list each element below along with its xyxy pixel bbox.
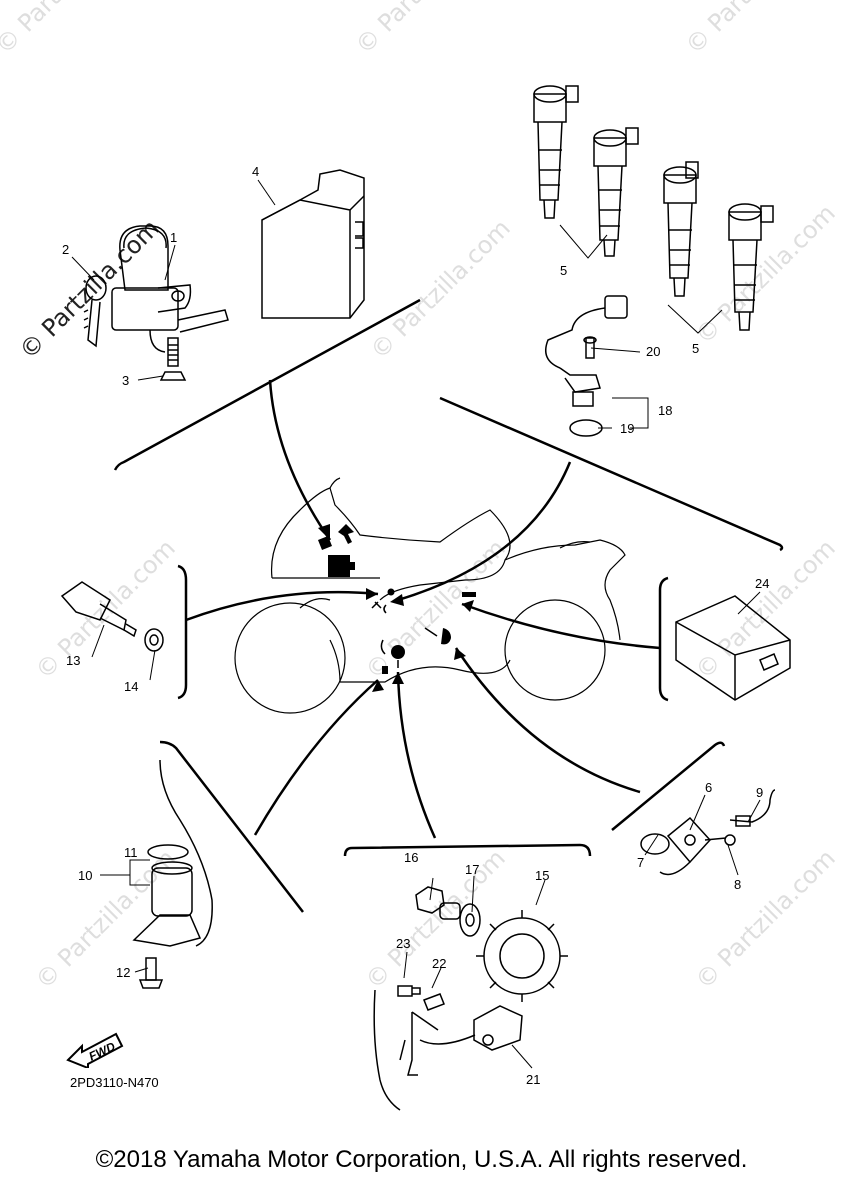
bike-markers xyxy=(318,524,476,674)
gear-position-assembly xyxy=(373,886,568,1111)
callout-16: 16 xyxy=(404,850,418,865)
callout-18: 18 xyxy=(658,403,672,418)
copyright-notice: ©2018 Yamaha Motor Corporation, U.S.A. A… xyxy=(95,1146,748,1173)
callout-3: 3 xyxy=(122,373,129,388)
callout-14: 14 xyxy=(124,679,138,694)
callout-21: 21 xyxy=(526,1072,540,1087)
arrow-heads xyxy=(318,524,474,692)
ecu-unit xyxy=(261,169,365,319)
callout-19: 19 xyxy=(620,421,634,436)
solenoid-assembly xyxy=(132,759,213,989)
callout-9: 9 xyxy=(756,785,763,800)
callout-23: 23 xyxy=(396,936,410,951)
callout-8: 8 xyxy=(734,877,741,892)
callout-24: 24 xyxy=(755,576,769,591)
callout-15: 15 xyxy=(535,868,549,883)
speed-sensor-assembly xyxy=(640,789,776,876)
leader-lines xyxy=(71,179,761,1069)
control-box xyxy=(675,595,791,701)
callout-numbers: 1 2 3 4 5 5 6 7 8 9 10 11 12 13 14 15 16… xyxy=(62,164,769,1087)
fwd-arrow-icon: FWD xyxy=(66,1032,124,1068)
bike-marker-lines xyxy=(371,601,438,668)
callout-13: 13 xyxy=(66,653,80,668)
callout-10: 10 xyxy=(78,868,92,883)
callout-11: 11 xyxy=(124,845,138,860)
main-switch-assembly xyxy=(83,225,229,381)
callout-1: 1 xyxy=(170,230,177,245)
connection-arrows xyxy=(185,379,661,839)
diagram-code: 2PD3110-N470 xyxy=(70,1075,159,1090)
callout-7: 7 xyxy=(637,855,644,870)
callout-5: 5 xyxy=(560,263,567,278)
callout-5b: 5 xyxy=(692,341,699,356)
fwd-label: FWD xyxy=(87,1039,118,1063)
callout-17: 17 xyxy=(465,862,479,877)
callout-6: 6 xyxy=(705,780,712,795)
ignition-coils xyxy=(533,85,774,331)
group-brackets xyxy=(113,298,784,913)
callout-4: 4 xyxy=(252,164,259,179)
temp-sensor xyxy=(60,581,164,652)
crank-sensor-assembly xyxy=(545,295,628,437)
callout-20: 20 xyxy=(646,344,660,359)
callout-12: 12 xyxy=(116,965,130,980)
motorcycle-outline xyxy=(234,477,626,714)
callout-2: 2 xyxy=(62,242,69,257)
callout-22: 22 xyxy=(432,956,446,971)
